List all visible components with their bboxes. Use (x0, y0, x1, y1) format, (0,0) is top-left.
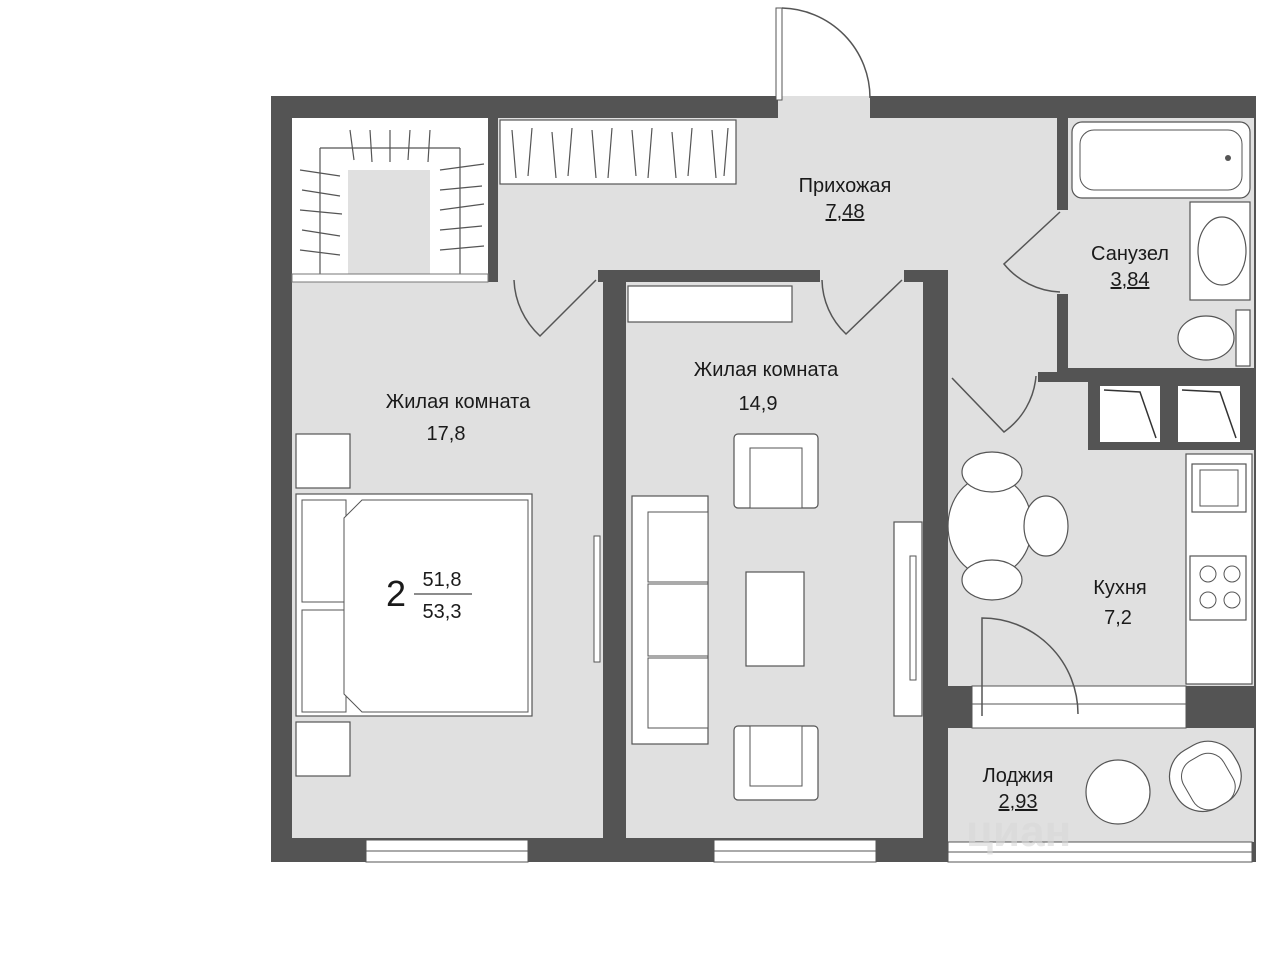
sofa-cushion-2 (647, 583, 709, 657)
hallway-closet (499, 119, 737, 185)
bathtub-drain (1225, 155, 1231, 161)
living2-door-swing[interactable] (821, 279, 903, 336)
living1-door-swing[interactable] (513, 279, 597, 338)
bed-blanket (343, 499, 529, 713)
loggia-table (1085, 759, 1151, 825)
rooms-count: 2 (386, 573, 406, 614)
sofa-cushion-3 (647, 657, 709, 729)
vent-shaft-1 (1100, 386, 1160, 442)
vent-shaft-2-mark (1181, 389, 1237, 439)
entrance-door-swing (781, 7, 871, 99)
loggia-chair (1168, 740, 1242, 813)
burner-2 (1223, 565, 1241, 583)
chair-top (961, 451, 1023, 493)
living2-door-opening (820, 270, 904, 284)
bed-pillow-bottom (301, 609, 347, 713)
bed-pillow-top (301, 499, 347, 603)
loggia-area: 2,93 (999, 791, 1038, 813)
toilet-bowl (1177, 315, 1235, 361)
vent-shaft-1-mark (1103, 389, 1157, 439)
living2-wardrobe-door (909, 555, 917, 681)
living2-name: Жилая комната (694, 359, 839, 381)
vent-shaft-2 (1178, 386, 1240, 442)
sofa-cushion-1 (647, 511, 709, 583)
kitchen-sink-basin (1199, 469, 1239, 507)
tv-stand (627, 285, 793, 323)
burner-3 (1199, 591, 1217, 609)
wardrobe-hangers (299, 129, 485, 274)
toilet-tank (1235, 309, 1251, 367)
nightstand-bottom (295, 721, 351, 777)
hallway-name: Прихожая (799, 175, 892, 197)
kitchen-stove (1189, 555, 1247, 621)
kitchen-door-opening (948, 372, 1038, 384)
entrance-door-leaf[interactable] (775, 7, 783, 101)
wardrobe-core (348, 170, 430, 274)
burner-1 (1199, 565, 1217, 583)
loggia-name: Лоджия (983, 765, 1054, 787)
living2-area: 14,9 (739, 393, 778, 415)
living1-door-opening (512, 270, 598, 284)
burner-4 (1223, 591, 1241, 609)
armchair-bottom-seat (749, 725, 803, 787)
bathroom-name: Санузел (1091, 243, 1169, 265)
nightstand-top (295, 433, 351, 489)
armchair-top-seat (749, 447, 803, 509)
living1-wardrobe-door (593, 535, 601, 663)
chair-right (1023, 495, 1069, 557)
wardrobe-rail (291, 273, 489, 283)
bathtub (1071, 121, 1251, 199)
loggia-door-swing[interactable] (981, 617, 1079, 716)
living1-area: 17,8 (427, 423, 466, 445)
living2-wardrobe (893, 521, 923, 717)
living1-name: Жилая комната (386, 391, 531, 413)
entrance-opening (778, 96, 870, 118)
bathroom-sink (1197, 216, 1247, 286)
kitchen-area: 7,2 (1104, 607, 1132, 629)
bathroom-door-swing[interactable] (1002, 211, 1061, 293)
kitchen-sink (1191, 463, 1247, 513)
total-area: 53,3 (423, 601, 462, 623)
kitchen-floor (948, 382, 1254, 686)
kitchen-name: Кухня (1093, 577, 1147, 599)
bathtub-inner (1079, 129, 1243, 191)
bathroom-door-opening (1057, 210, 1069, 294)
kitchen-door-swing[interactable] (951, 375, 1037, 433)
cian-watermark: циан (966, 807, 1071, 856)
coffee-table (745, 571, 805, 667)
chair-bottom (961, 559, 1023, 601)
hallway-closet-hangers (511, 127, 729, 179)
loggia-wall-opening (971, 685, 1187, 729)
hallway-area: 7,48 (826, 201, 865, 223)
bathroom-area: 3,84 (1111, 269, 1150, 291)
living-area-total: 51,8 (423, 569, 462, 591)
